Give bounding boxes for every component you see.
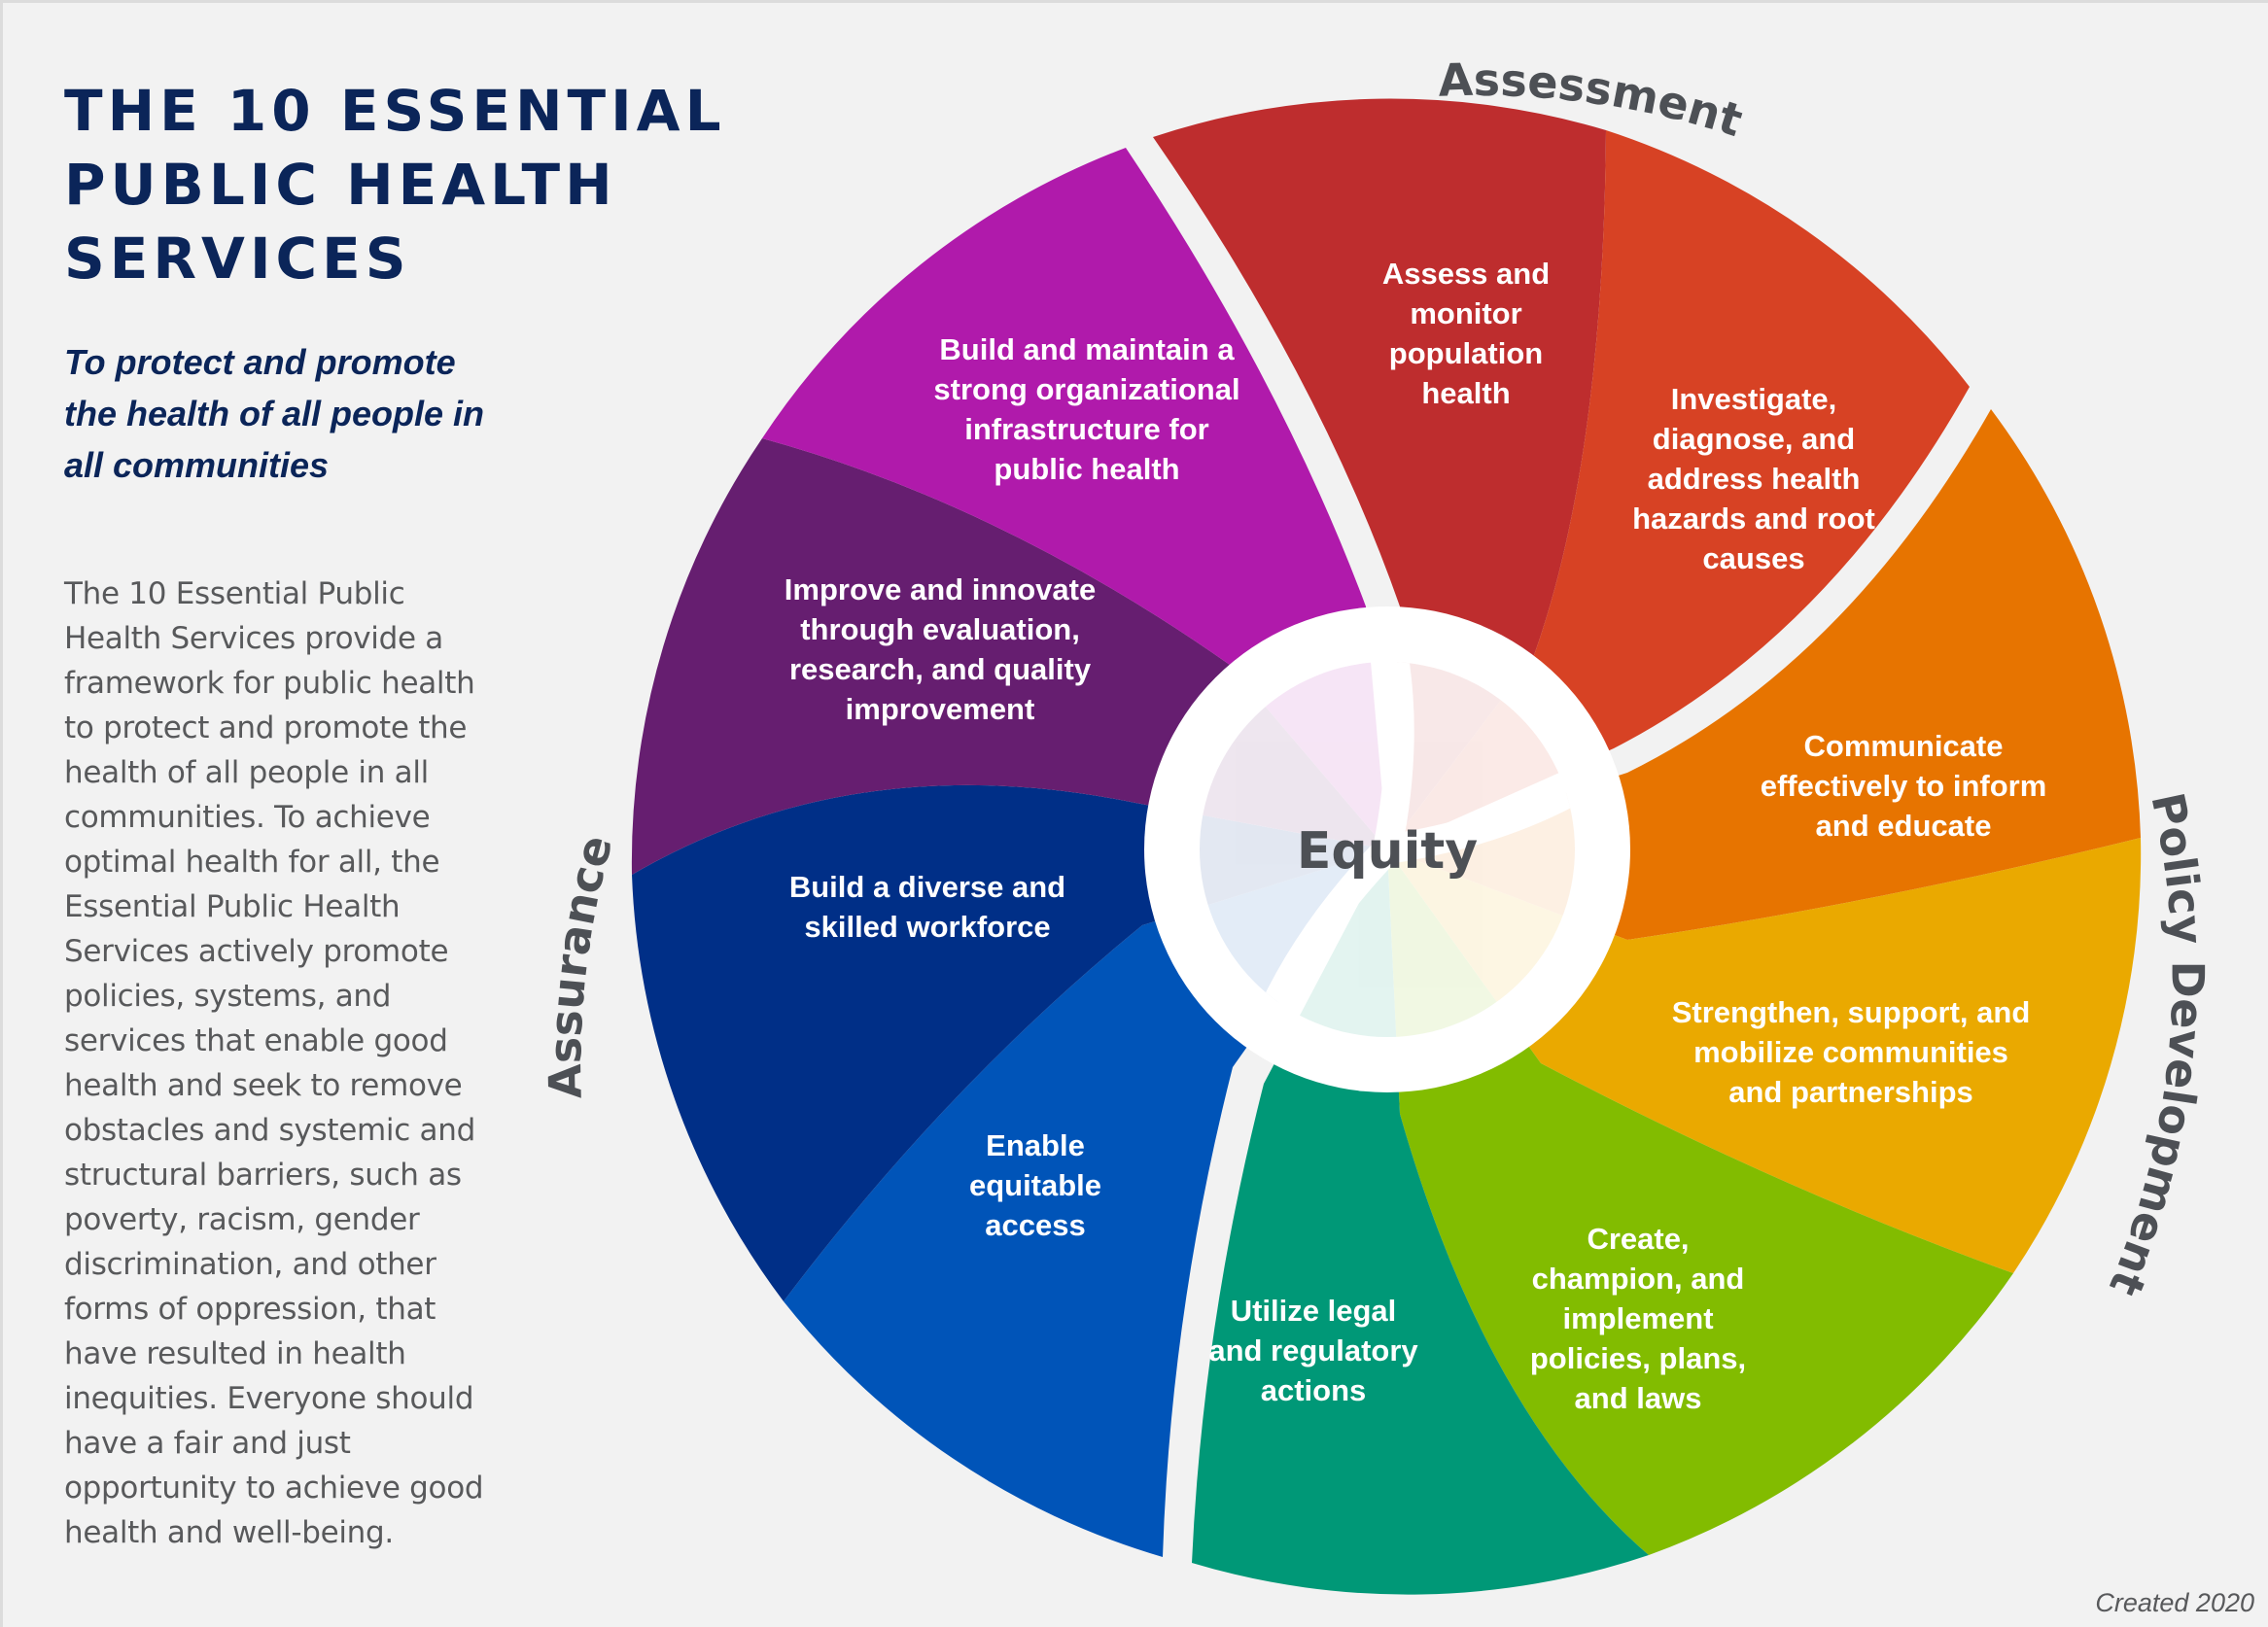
service-label-strengthen-mobilize: Strengthen, support, and mobilize communi…: [1672, 995, 2031, 1109]
phase-label-assurance: Assurance: [539, 830, 622, 1099]
description-line: poverty, racism, gender: [64, 1202, 420, 1237]
phase-label-assurance-text: Assurance: [539, 830, 622, 1099]
service-label-line: address health: [1648, 462, 1861, 496]
service-label-line: Improve and innovate: [785, 572, 1096, 606]
description-line: Essential Public Health: [64, 889, 401, 924]
service-label-line: equitable: [969, 1168, 1101, 1202]
description-line: have a fair and just: [64, 1426, 351, 1461]
service-label-line: Investigate,: [1671, 382, 1837, 416]
service-label-line: Build and maintain a: [939, 332, 1235, 366]
description-line: Health Services provide a: [64, 621, 443, 656]
service-label-line: Strengthen, support, and: [1672, 995, 2031, 1029]
service-label-line: Build a diverse and: [789, 870, 1065, 904]
service-label-line: strong organizational: [933, 372, 1239, 406]
service-label-line: and partnerships: [1728, 1075, 1973, 1109]
title-line: PUBLIC HEALTH: [64, 152, 617, 218]
service-label-line: Enable: [986, 1128, 1085, 1162]
service-label-line: diagnose, and: [1653, 422, 1855, 456]
equity-pie-gaps: [1234, 662, 1575, 1037]
service-label-line: and laws: [1575, 1381, 1702, 1415]
service-labels: Assess and monitor population health Investi…: [785, 257, 2046, 1415]
title-line: SERVICES: [64, 225, 411, 292]
created-date: Created 2020: [2095, 1588, 2254, 1617]
service-label-assess-monitor: Assess and monitor population health: [1382, 257, 1550, 410]
tagline-line: the health of all people in: [64, 394, 485, 433]
description-line: health of all people in all: [64, 755, 429, 790]
service-label-legal-regulatory: Utilize legal and regulatory actions: [1208, 1294, 1418, 1407]
description-line: structural barriers, such as: [64, 1158, 462, 1193]
service-label-communicate: Communicate effectively to inform and educ…: [1761, 729, 2047, 843]
service-label-workforce: Build a diverse and skilled workforce: [789, 870, 1065, 944]
description-line: framework for public health: [64, 666, 475, 701]
service-label-line: population: [1389, 336, 1543, 370]
service-label-line: champion, and: [1532, 1262, 1745, 1296]
service-label-line: causes: [1702, 541, 1804, 575]
service-label-line: implement: [1562, 1301, 1713, 1335]
service-label-line: monitor: [1410, 296, 1521, 330]
description-line: obstacles and systemic and: [64, 1113, 475, 1148]
segment-infrastructure: [762, 148, 1387, 849]
segment-create-policies: [1387, 849, 2013, 1555]
description-line: services that enable good: [64, 1023, 448, 1058]
description-line: inequities. Everyone should: [64, 1381, 474, 1416]
description-line: policies, systems, and: [64, 979, 392, 1014]
service-label-line: Assess and: [1382, 257, 1550, 291]
description-line: to protect and promote the: [64, 710, 468, 745]
service-label-line: improvement: [846, 692, 1035, 726]
page-title: THE 10 ESSENTIAL PUBLIC HEALTH SERVICES: [64, 74, 726, 295]
description-line: communities. To achieve: [64, 800, 431, 835]
service-label-line: and regulatory: [1208, 1333, 1418, 1367]
description-line: forms of oppression, that: [64, 1292, 436, 1327]
service-label-infrastructure: Build and maintain a strong organizationa…: [933, 332, 1239, 486]
service-label-line: Utilize legal: [1231, 1294, 1397, 1328]
service-label-investigate-diagnose: Investigate, diagnose, and address health h…: [1632, 382, 1875, 575]
equity-label: Equity: [1297, 822, 1478, 881]
service-label-line: Create,: [1587, 1222, 1689, 1256]
service-label-improve-innovate: Improve and innovate through evaluation, r…: [785, 572, 1096, 726]
equity-pie-divider: [1234, 839, 1398, 1037]
description-line: health and well-being.: [64, 1515, 394, 1550]
tagline: To protect and promote the health of all…: [64, 336, 484, 491]
service-label-line: research, and quality: [789, 652, 1092, 686]
description-line: optimal health for all, the: [64, 845, 440, 880]
description-line: discrimination, and other: [64, 1247, 436, 1282]
service-label-line: actions: [1261, 1373, 1367, 1407]
description-line: The 10 Essential Public: [64, 576, 405, 611]
segment-workforce: [632, 784, 1387, 1301]
service-label-line: through evaluation,: [800, 612, 1080, 646]
service-label-create-policies: Create, champion, and implement policies, p…: [1530, 1222, 1746, 1415]
service-label-line: public health: [994, 452, 1179, 486]
description-line: opportunity to achieve good: [64, 1471, 484, 1506]
service-label-line: infrastructure for: [964, 412, 1208, 446]
service-label-line: and educate: [1816, 809, 1992, 843]
service-label-line: Communicate: [1804, 729, 2004, 763]
description-line: have resulted in health: [64, 1336, 406, 1371]
description-line: Services actively promote: [64, 934, 449, 969]
service-label-line: mobilize communities: [1693, 1035, 2008, 1069]
tagline-line: To protect and promote: [64, 342, 456, 382]
service-label-line: policies, plans,: [1530, 1341, 1746, 1375]
service-label-line: health: [1421, 376, 1510, 410]
equity-pie-divider: [1384, 748, 1575, 864]
service-label-line: skilled workforce: [804, 910, 1050, 944]
tagline-line: all communities: [64, 445, 330, 485]
service-label-line: access: [985, 1208, 1085, 1242]
service-label-line: effectively to inform: [1761, 769, 2047, 803]
title-line: THE 10 ESSENTIAL: [64, 78, 726, 144]
service-label-line: hazards and root: [1632, 502, 1875, 536]
service-label-equitable-access: Enable equitable access: [969, 1128, 1101, 1242]
equity-pie-divider: [1369, 662, 1414, 852]
description-line: health and seek to remove: [64, 1068, 463, 1103]
